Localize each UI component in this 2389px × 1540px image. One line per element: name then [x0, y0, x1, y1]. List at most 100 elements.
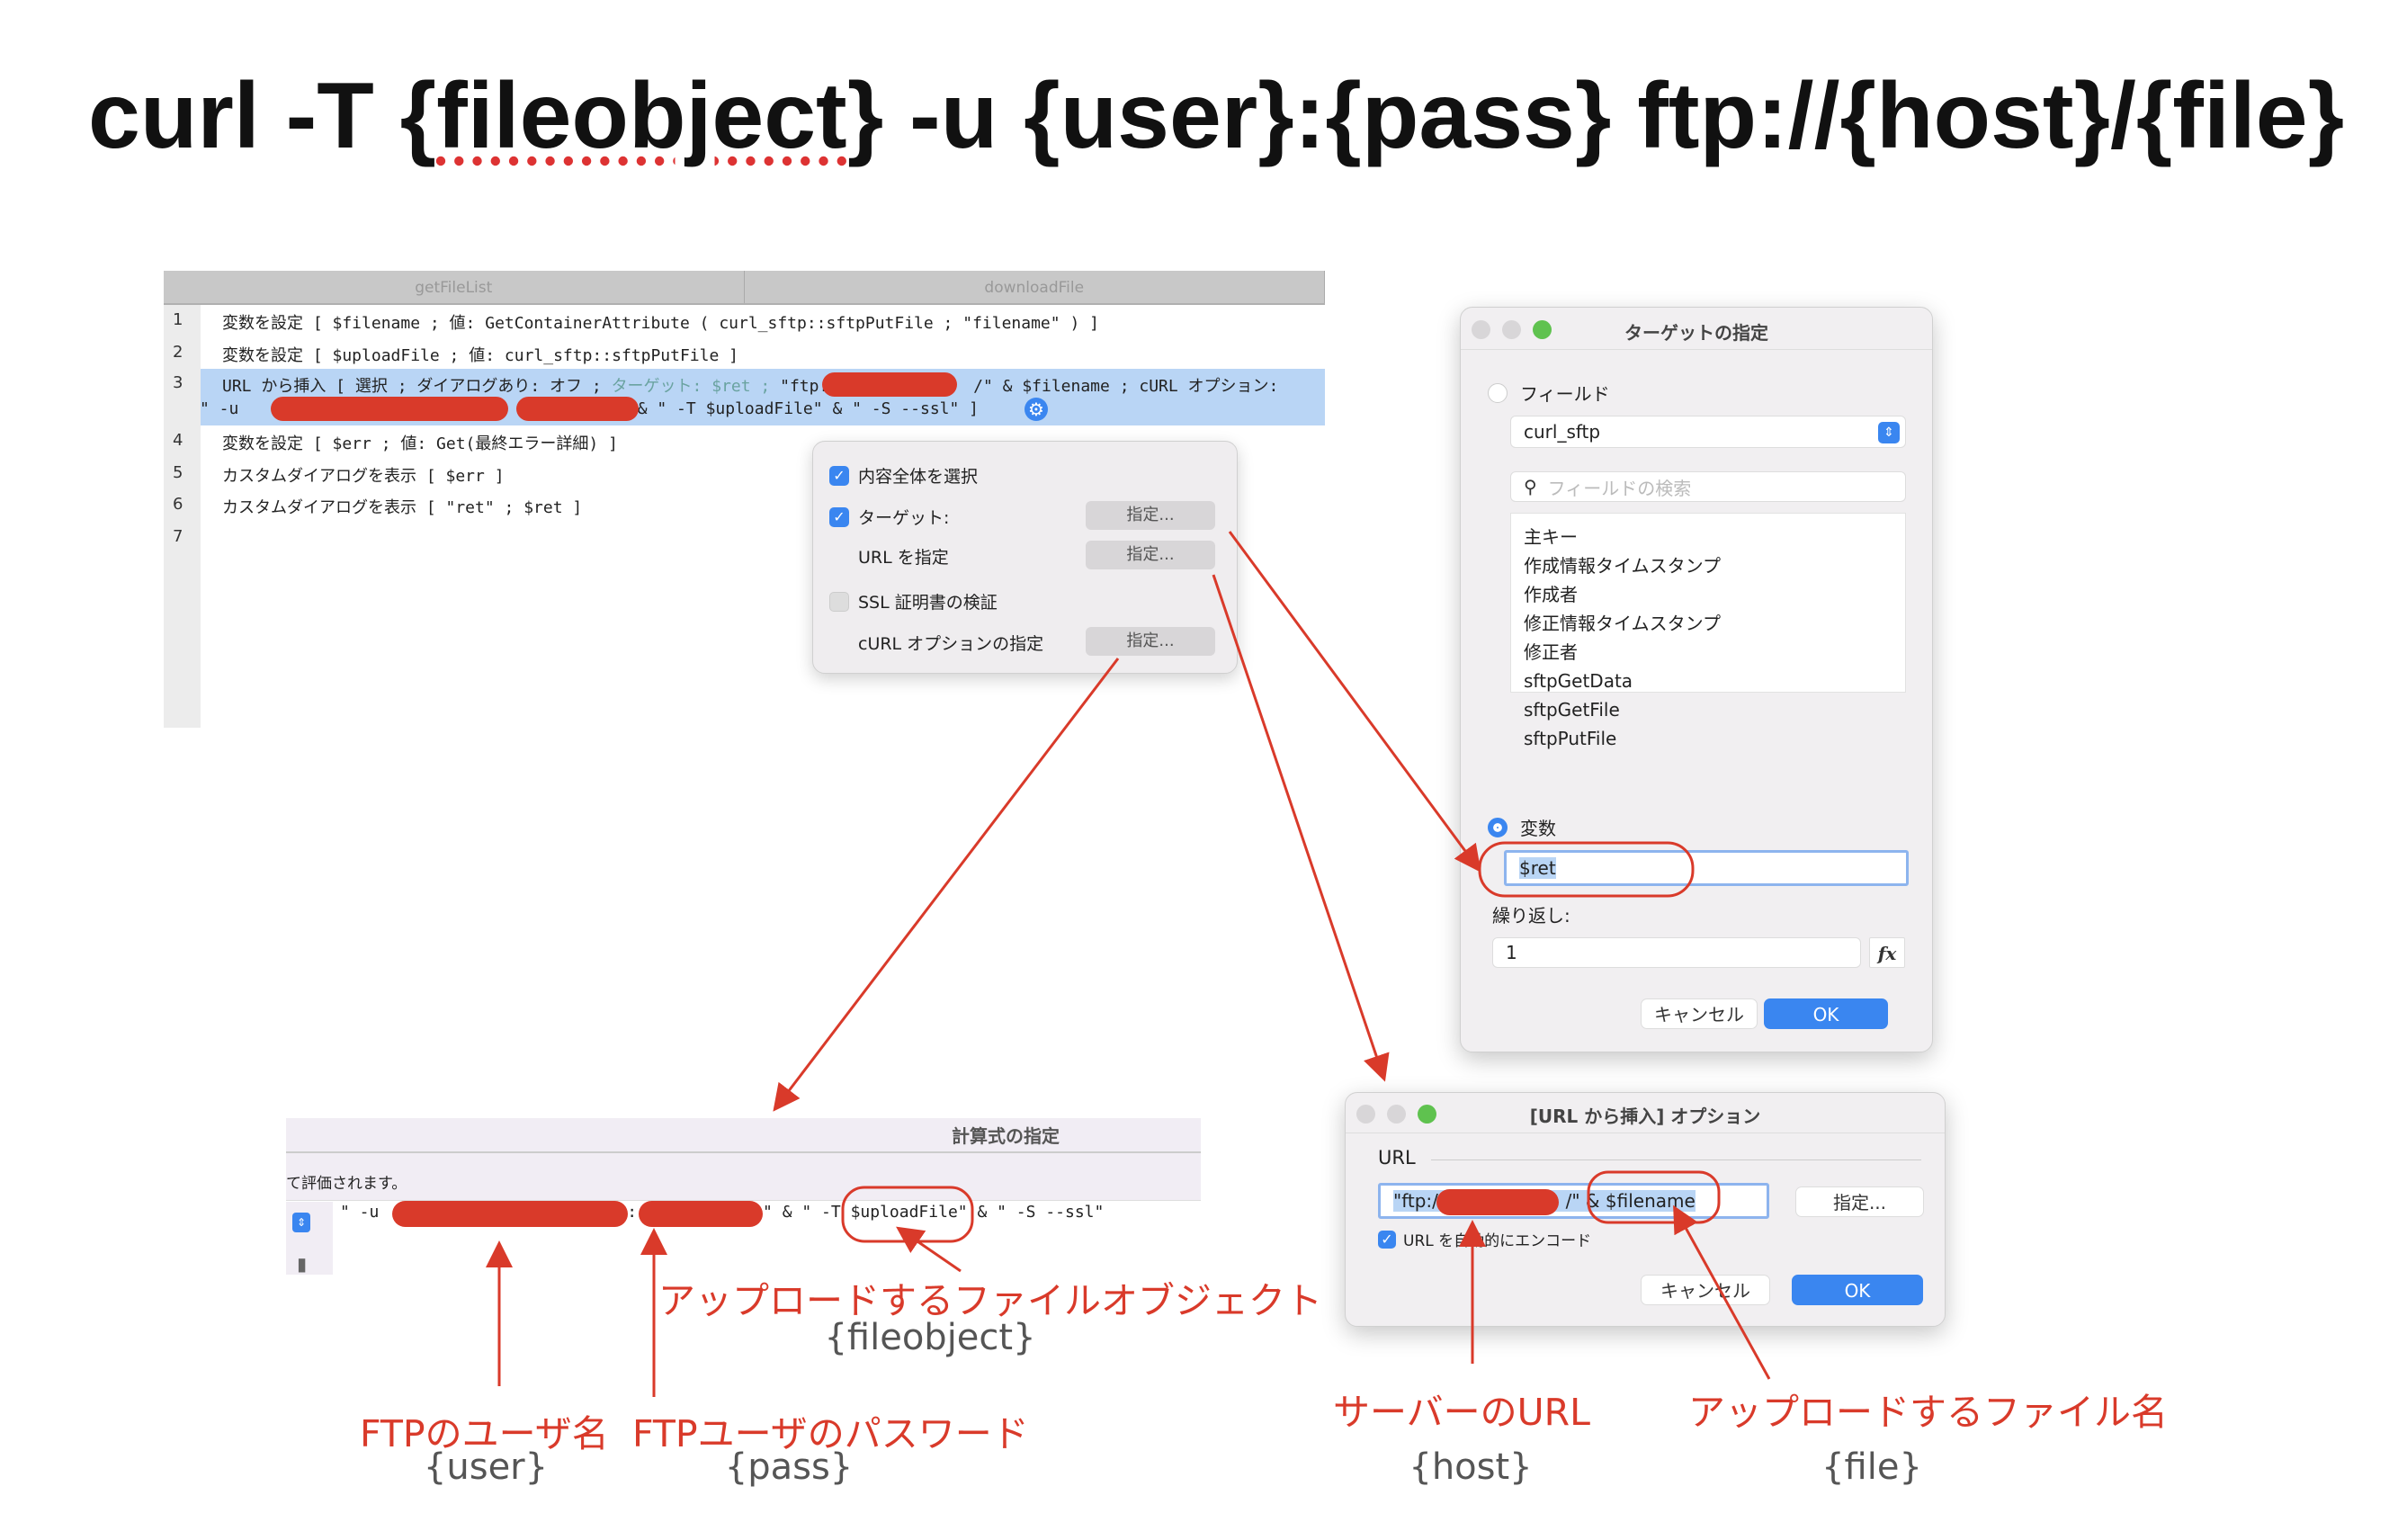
list-item[interactable]: 作成情報タイムスタンプ	[1524, 555, 1721, 577]
repeat-input[interactable]: 1	[1492, 937, 1861, 968]
gear-icon[interactable]: ⚙	[1024, 398, 1048, 421]
zoom-button[interactable]	[1533, 320, 1552, 339]
arrow-to-calc-dialog	[773, 658, 1120, 1112]
line-number: 1	[173, 310, 183, 329]
title-prefix: curl -T {	[88, 64, 437, 168]
arrow-to-url-dialog	[1212, 574, 1390, 1082]
close-button[interactable]	[1356, 1105, 1375, 1124]
curl-options-row: cURL オプションの指定	[858, 631, 1043, 655]
line-number: 7	[173, 527, 183, 546]
placeholder-fileobject: {fileobject}	[824, 1317, 1036, 1358]
radio-label: 変数	[1520, 818, 1556, 839]
placeholder-user: {user}	[423, 1446, 549, 1488]
ssl-verify-checkbox[interactable]: SSL 証明書の検証	[829, 589, 998, 613]
divider	[286, 1151, 1201, 1153]
formula-editor[interactable]: " -u :" & " -T $uploadFile" & " -S --ssl…	[340, 1203, 1104, 1222]
arrow-to-target-variable	[1228, 531, 1481, 873]
repeat-value: 1	[1506, 942, 1517, 963]
title-suffix: } -u {user}:{pass} ftp://{host}/{file}	[846, 64, 2345, 168]
line-text-part: /" & $filename ; cURL オプション:	[973, 377, 1279, 396]
formula-part: :	[627, 1203, 638, 1222]
list-item[interactable]: 修正者	[1524, 641, 1578, 663]
line-text-part: " & " -T $uploadFile" & " -S --ssl" ]	[618, 399, 979, 418]
minimize-button[interactable]	[1502, 320, 1521, 339]
formula-uploadfile: $uploadFile"	[850, 1203, 968, 1222]
ok-button[interactable]: OK	[1764, 998, 1888, 1029]
url-section-label: URL	[1378, 1147, 1416, 1168]
variable-radio[interactable]: 変数	[1488, 814, 1556, 840]
circle-uploadfile	[841, 1186, 974, 1243]
title-fileobject: fileobject	[436, 64, 847, 168]
checkbox-checked-icon: ✓	[829, 465, 849, 486]
close-button[interactable]	[1472, 320, 1490, 339]
dialog-title: ターゲットの指定	[1624, 322, 1768, 344]
list-item[interactable]: 修正情報タイムスタンプ	[1524, 613, 1721, 634]
line-text: URL から挿入 [ 選択 ; ダイアログあり: オフ ; ターゲット: $re…	[222, 373, 1278, 397]
list-item[interactable]: 主キー	[1524, 526, 1578, 548]
divider	[1431, 1159, 1921, 1160]
field-search-input[interactable]: ⚲フィールドの検索	[1510, 471, 1906, 502]
url-part: "ftp://	[1393, 1190, 1445, 1212]
tab-downloadfile[interactable]: downloadFile	[745, 271, 1325, 303]
line-text: 変数を設定 [ $err ; 値: Get(最終エラー詳細) ]	[222, 434, 618, 453]
encode-url-checkbox[interactable]: ✓ URL を自動的にエンコード	[1378, 1228, 1591, 1250]
select-value: curl_sftp	[1524, 421, 1601, 443]
checkbox-checked-icon: ✓	[829, 506, 849, 527]
tab-getfilelist[interactable]: getFileList	[164, 271, 745, 303]
script-editor: getFileList downloadFile 1 変数を設定 [ $filen…	[164, 271, 1325, 728]
line-number: 6	[173, 495, 183, 514]
line-text-part: URL から挿入 [ 選択 ; ダイアログあり: オフ ;	[222, 377, 612, 396]
line-text: 変数を設定 [ $filename ; 値: GetContainerAttri…	[222, 314, 1099, 333]
dialog-title: 計算式の指定	[952, 1125, 1060, 1147]
search-icon: ⚲	[1524, 476, 1537, 497]
placeholder-host: {host}	[1409, 1446, 1533, 1488]
cancel-button[interactable]: キャンセル	[1641, 1275, 1770, 1305]
checkbox-checked-icon: ✓	[1378, 1230, 1396, 1249]
arrow-fileobject	[896, 1226, 962, 1273]
list-item[interactable]: sftpPutFile	[1524, 728, 1617, 749]
zoom-button[interactable]	[1418, 1105, 1436, 1124]
title-bar	[1346, 1093, 1945, 1133]
target-dialog: ターゲットの指定 フィールド curl_sftp ⇕ ⚲フィールドの検索 主キー …	[1460, 307, 1933, 1052]
row-label: URL を指定	[858, 548, 949, 568]
target-specify-button[interactable]: 指定...	[1086, 501, 1215, 530]
line-text: カスタムダイアログを表示 [ "ret" ; $ret ]	[222, 498, 583, 517]
list-item[interactable]: sftpGetFile	[1524, 699, 1620, 721]
repeat-label: 繰り返し:	[1492, 905, 1570, 927]
checkbox-unchecked-icon	[829, 591, 849, 612]
field-radio[interactable]: フィールド	[1488, 380, 1610, 406]
specify-button[interactable]: 指定...	[1795, 1186, 1924, 1217]
ok-button[interactable]: OK	[1792, 1275, 1923, 1305]
chevron-updown-icon: ⇕	[1878, 422, 1900, 443]
table-select[interactable]: curl_sftp ⇕	[1510, 416, 1906, 448]
formula-part: " -u	[340, 1203, 389, 1222]
line-number: 3	[173, 373, 183, 392]
target-text: ターゲット: $ret ;	[611, 377, 781, 396]
label-host: サーバーのURL	[1333, 1391, 1590, 1434]
script-tabs: getFileList downloadFile	[164, 271, 1325, 305]
select-entire-checkbox[interactable]: ✓ 内容全体を選択	[829, 463, 978, 488]
cancel-button[interactable]: キャンセル	[1641, 998, 1758, 1029]
curl-options-specify-button[interactable]: 指定...	[1086, 627, 1215, 656]
calculation-dialog: 計算式の指定 て評価されます。 ⇕ ▮ " -u :" & " -T $uplo…	[286, 1118, 1201, 1275]
redaction-user	[392, 1201, 628, 1227]
line-number: 2	[173, 343, 183, 362]
placeholder-pass: {pass}	[724, 1446, 854, 1488]
list-item[interactable]: sftpGetData	[1524, 670, 1633, 692]
chevron-updown-icon[interactable]: ⇕	[292, 1213, 310, 1232]
redaction-host	[1436, 1189, 1559, 1215]
formula-button[interactable]: fx	[1869, 937, 1905, 968]
row-label: 内容全体を選択	[858, 467, 979, 487]
line-number: 4	[173, 431, 183, 450]
minimize-button[interactable]	[1387, 1105, 1406, 1124]
variable-input[interactable]: $ret	[1504, 850, 1909, 886]
label-user: FTPのユーザ名	[360, 1412, 609, 1455]
circle-ret	[1478, 841, 1695, 898]
url-part: /" &	[1565, 1190, 1606, 1212]
checkbox-label: URL を自動的にエンコード	[1403, 1232, 1592, 1250]
list-item[interactable]: 作成者	[1524, 584, 1578, 605]
line-text: " -u :" & " -T $uploadFile" & " -S --ssl…	[200, 399, 979, 418]
target-checkbox[interactable]: ✓ターゲット:	[829, 505, 949, 529]
url-specify-button[interactable]: 指定...	[1086, 541, 1215, 569]
field-list[interactable]: 主キー 作成情報タイムスタンプ 作成者 修正情報タイムスタンプ 修正者 sftp…	[1510, 513, 1906, 749]
